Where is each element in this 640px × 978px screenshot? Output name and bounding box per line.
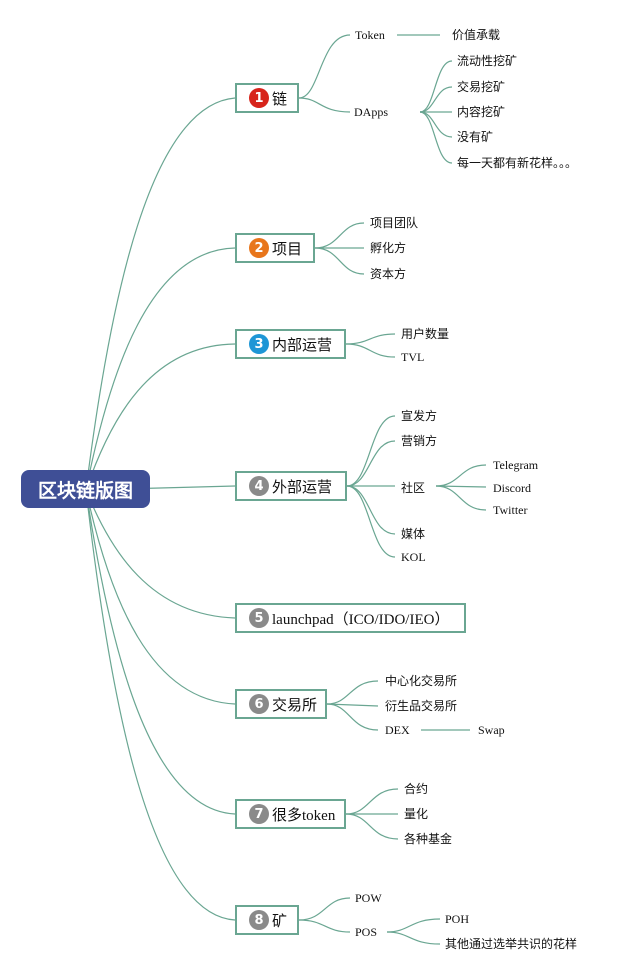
branch-8-badge: 8 <box>249 910 269 930</box>
leaf-trade-mining: 交易挖矿 <box>457 80 506 94</box>
leaf-liquidity-mining: 流动性挖矿 <box>457 54 518 68</box>
branch-5-node[interactable]: 5 launchpad（ICO/IDO/IEO） <box>235 603 466 633</box>
branch-5-label: launchpad（ICO/IDO/IEO） <box>272 611 450 628</box>
leaf-centralized-exchange: 中心化交易所 <box>385 674 458 688</box>
leaf-incubator: 孵化方 <box>370 241 407 255</box>
branch-6-badge: 6 <box>249 694 269 714</box>
leaf-twitter: Twitter <box>493 503 528 517</box>
branch-6-node[interactable]: 6 交易所 <box>235 689 327 719</box>
leaf-marketer: 营销方 <box>401 434 438 448</box>
leaf-capital: 资本方 <box>370 267 407 281</box>
branch-7-badge: 7 <box>249 804 269 824</box>
leaf-contract: 合约 <box>404 782 429 796</box>
leaf-tvl: TVL <box>401 350 425 364</box>
branch-4-node[interactable]: 4 外部运营 <box>235 471 347 501</box>
branch-3-badge: 3 <box>249 334 269 354</box>
leaf-media: 媒体 <box>401 527 426 541</box>
leaf-content-mining: 内容挖矿 <box>457 105 506 119</box>
branch-7-label: 很多token <box>272 807 336 824</box>
leaf-community: 社区 <box>401 481 426 495</box>
leaf-poh: POH <box>445 912 470 926</box>
leaf-swap: Swap <box>478 723 505 737</box>
branch-3-label: 内部运营 <box>272 337 333 354</box>
branch-1-node[interactable]: 1 链 <box>235 83 299 113</box>
leaf-new-tricks: 每一天都有新花样。。。 <box>457 156 578 170</box>
branch-4-label: 外部运营 <box>272 479 333 496</box>
branch-6-label: 交易所 <box>272 697 318 714</box>
leaf-user-count: 用户数量 <box>401 327 450 341</box>
leaf-publicist: 宣发方 <box>401 409 438 423</box>
leaf-token: Token <box>355 28 385 42</box>
leaf-discord: Discord <box>493 481 531 495</box>
branch-4-badge: 4 <box>249 476 269 496</box>
leaf-dapps: DApps <box>354 105 389 119</box>
leaf-no-mining: 没有矿 <box>457 130 494 144</box>
branch-5-badge: 5 <box>249 608 269 628</box>
leaf-project-team: 项目团队 <box>370 216 419 230</box>
leaf-funds: 各种基金 <box>404 832 453 846</box>
branch-1-label: 链 <box>272 91 288 108</box>
leaf-derivatives-exchange: 衍生品交易所 <box>385 699 458 713</box>
leaf-quant: 量化 <box>404 807 429 821</box>
branch-7-node[interactable]: 7 很多token <box>235 799 346 829</box>
branch-8-node[interactable]: 8 矿 <box>235 905 299 935</box>
leaf-value-carrier: 价值承载 <box>452 28 501 42</box>
leaf-election-consensus: 其他通过选举共识的花样 <box>445 937 578 951</box>
leaf-telegram: Telegram <box>493 458 539 472</box>
leaf-pos: POS <box>355 925 378 939</box>
branch-8-label: 矿 <box>272 913 288 930</box>
root-node[interactable]: 区块链版图 <box>21 470 150 508</box>
branch-2-label: 项目 <box>272 241 303 258</box>
leaf-kol: KOL <box>401 550 426 564</box>
branch-2-badge: 2 <box>249 238 269 258</box>
leaf-dex: DEX <box>385 723 410 737</box>
branch-2-node[interactable]: 2 项目 <box>235 233 315 263</box>
branch-3-node[interactable]: 3 内部运营 <box>235 329 346 359</box>
branch-1-badge: 1 <box>249 88 269 108</box>
leaf-pow: POW <box>355 891 382 905</box>
